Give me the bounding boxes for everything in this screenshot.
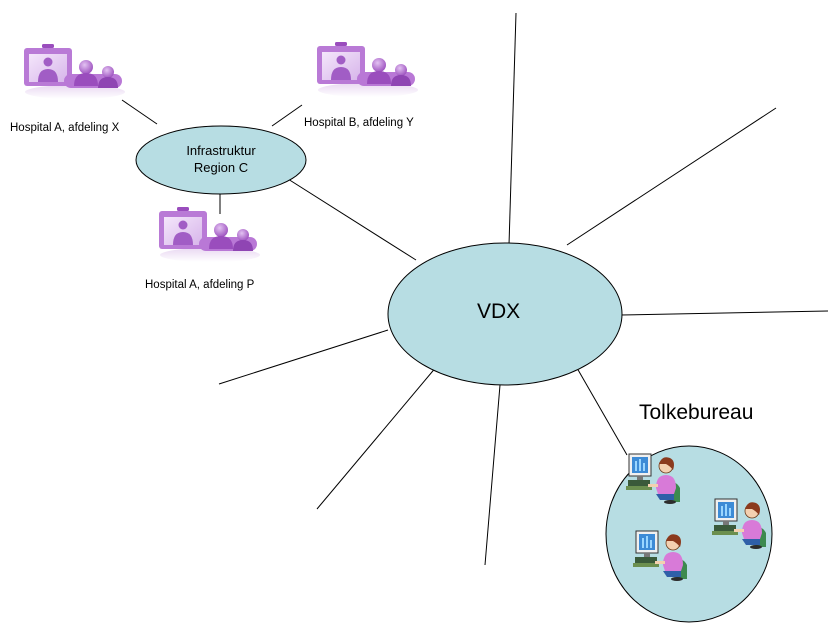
- spoke-top: [508, 12, 517, 246]
- link-infrastructure-vdx: [287, 178, 417, 261]
- hospital-a-x-label: Hospital A, afdeling X: [10, 122, 120, 134]
- spoke-left: [218, 329, 389, 385]
- link-hospital-a-x: [121, 99, 158, 125]
- hospital-b-y-label: Hospital B, afdeling Y: [304, 117, 414, 129]
- spoke-bottom: [484, 384, 501, 566]
- spoke-right: [620, 310, 829, 316]
- connection-lines: [121, 12, 829, 566]
- vdx-label: VDX: [477, 300, 521, 323]
- spoke-lower-left: [316, 365, 438, 510]
- infrastructure-label: Infrastruktur Region C: [161, 142, 281, 176]
- videoconference-room-icon: [159, 207, 260, 262]
- vdx-node: [387, 242, 623, 386]
- videoconference-room-icon: [317, 42, 418, 97]
- hospital-a-p-label: Hospital A, afdeling P: [145, 279, 255, 291]
- infrastructure-label-line1: Infrastruktur: [186, 143, 256, 158]
- spoke-upper-right: [566, 107, 777, 246]
- infrastructure-label-line2: Region C: [193, 160, 249, 175]
- videoconference-room-icon: [24, 44, 125, 99]
- link-hospital-b-y: [271, 104, 303, 127]
- link-vdx-tolkebureau: [576, 367, 628, 456]
- tolkebureau-label: Tolkebureau: [639, 401, 754, 424]
- infrastructure-node: [135, 125, 307, 195]
